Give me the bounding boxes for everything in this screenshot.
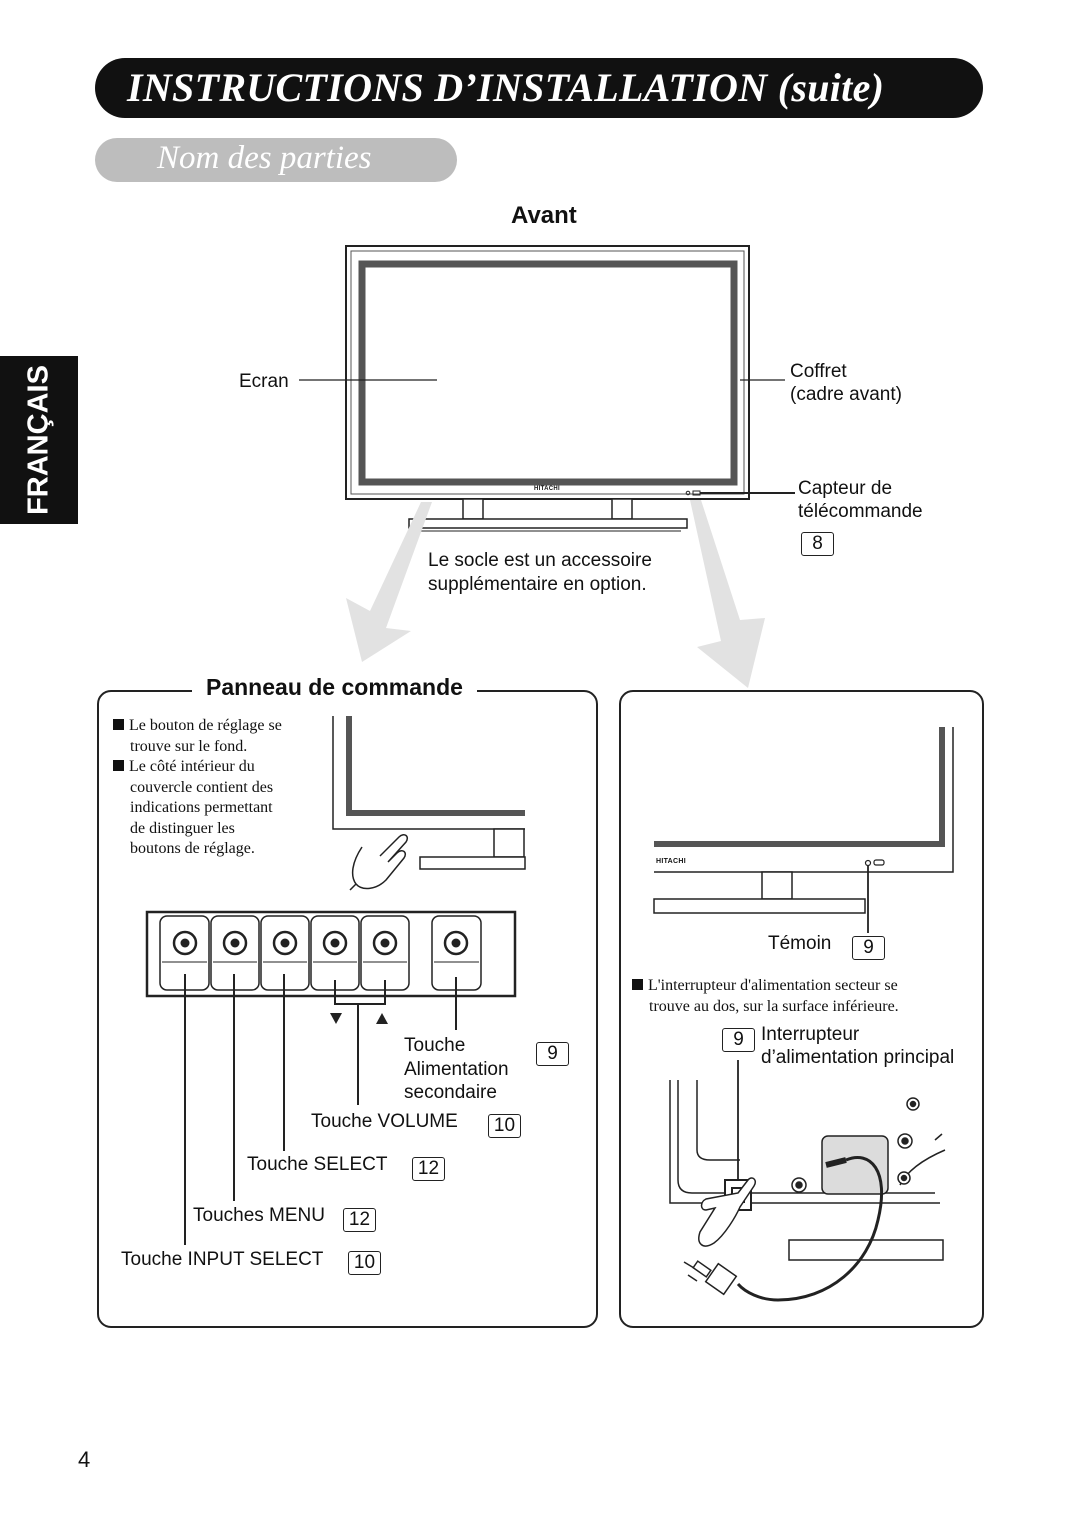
power-note-line1: L'interrupteur d'alimentation secteur se: [648, 977, 898, 994]
cabinet-label-line2: (cadre avant): [790, 384, 902, 405]
standby-label-line1: Touche: [404, 1035, 466, 1056]
volume-up-icon: [376, 1013, 388, 1024]
input-select-page-ref: 10: [348, 1251, 381, 1275]
input-select-label: Touche INPUT SELECT: [121, 1249, 324, 1270]
indicator-label: Témoin: [768, 933, 832, 954]
power-note-line2: trouve au dos, sur la surface inférieure…: [649, 997, 899, 1015]
control-button-knobs: [172, 930, 469, 956]
stand-note-line2: supplémentaire en option.: [428, 574, 647, 595]
language-tab: FRANÇAIS: [0, 356, 78, 524]
switch-label-line1: Interrupteur: [761, 1024, 860, 1045]
power-panel-brand-logo: HITACHI: [656, 858, 686, 865]
control-note-2-line3: indications permettant: [130, 799, 273, 816]
arrow-right-down-icon: [690, 500, 765, 688]
select-label: Touche SELECT: [247, 1154, 388, 1175]
stand-note-line1: Le socle est un accessoire: [428, 550, 652, 571]
standby-page-ref: 9: [536, 1042, 569, 1066]
control-note-1: Le bouton de réglage se trouve sur le fo…: [113, 716, 282, 860]
volume-label: Touche VOLUME: [311, 1111, 458, 1132]
volume-page-ref: 10: [488, 1114, 521, 1138]
indicator-page-ref: 9: [852, 936, 885, 960]
control-note-2-line2: couvercle contient des: [130, 778, 274, 796]
control-note-2-line4: de distinguer les: [130, 819, 235, 837]
front-tv-illustration: [345, 245, 750, 532]
section-title: Nom des parties: [157, 140, 372, 176]
bullet-icon: [113, 760, 124, 771]
control-note-2-line5: boutons de réglage.: [130, 840, 255, 857]
sensor-label-line1: Capteur de: [798, 478, 893, 499]
control-panel-illustration: [145, 716, 526, 1245]
switch-page-ref: 9: [722, 1028, 755, 1052]
control-note-1-line2: trouve sur le fond.: [130, 737, 248, 755]
menu-page-ref: 12: [343, 1208, 376, 1232]
menu-label: Touches MENU: [193, 1205, 325, 1226]
sensor-page-ref: 8: [801, 532, 834, 556]
volume-down-icon: [330, 1013, 342, 1024]
power-note: L'interrupteur d'alimentation secteur se…: [632, 976, 899, 1017]
control-panel-heading: Panneau de commande: [192, 674, 477, 701]
sensor-label-line2: télécommande: [798, 501, 923, 522]
power-panel-box: [619, 690, 984, 1328]
bullet-icon: [113, 719, 124, 730]
bullet-icon: [632, 979, 643, 990]
switch-label-line2: d’alimentation principal: [761, 1047, 955, 1068]
arrow-left-down-icon: [346, 502, 432, 662]
front-brand-logo: HITACHI: [534, 486, 560, 492]
standby-label-line3: secondaire: [404, 1082, 497, 1103]
power-panel-illustration: [653, 727, 954, 1302]
front-heading: Avant: [511, 202, 577, 229]
title-bar: INSTRUCTIONS D’INSTALLATION (suite): [95, 58, 983, 118]
section-header: Nom des parties: [95, 138, 457, 182]
standby-label-line2: Alimentation: [404, 1059, 509, 1080]
page-number: 4: [78, 1447, 91, 1472]
page-title: INSTRUCTIONS D’INSTALLATION (suite): [127, 65, 885, 110]
control-note-2-line1: Le côté intérieur du: [129, 758, 255, 775]
select-page-ref: 12: [412, 1157, 445, 1181]
control-note-1-line1: Le bouton de réglage se: [129, 717, 282, 734]
cabinet-label-line1: Coffret: [790, 361, 847, 382]
screen-label: Ecran: [239, 371, 289, 392]
